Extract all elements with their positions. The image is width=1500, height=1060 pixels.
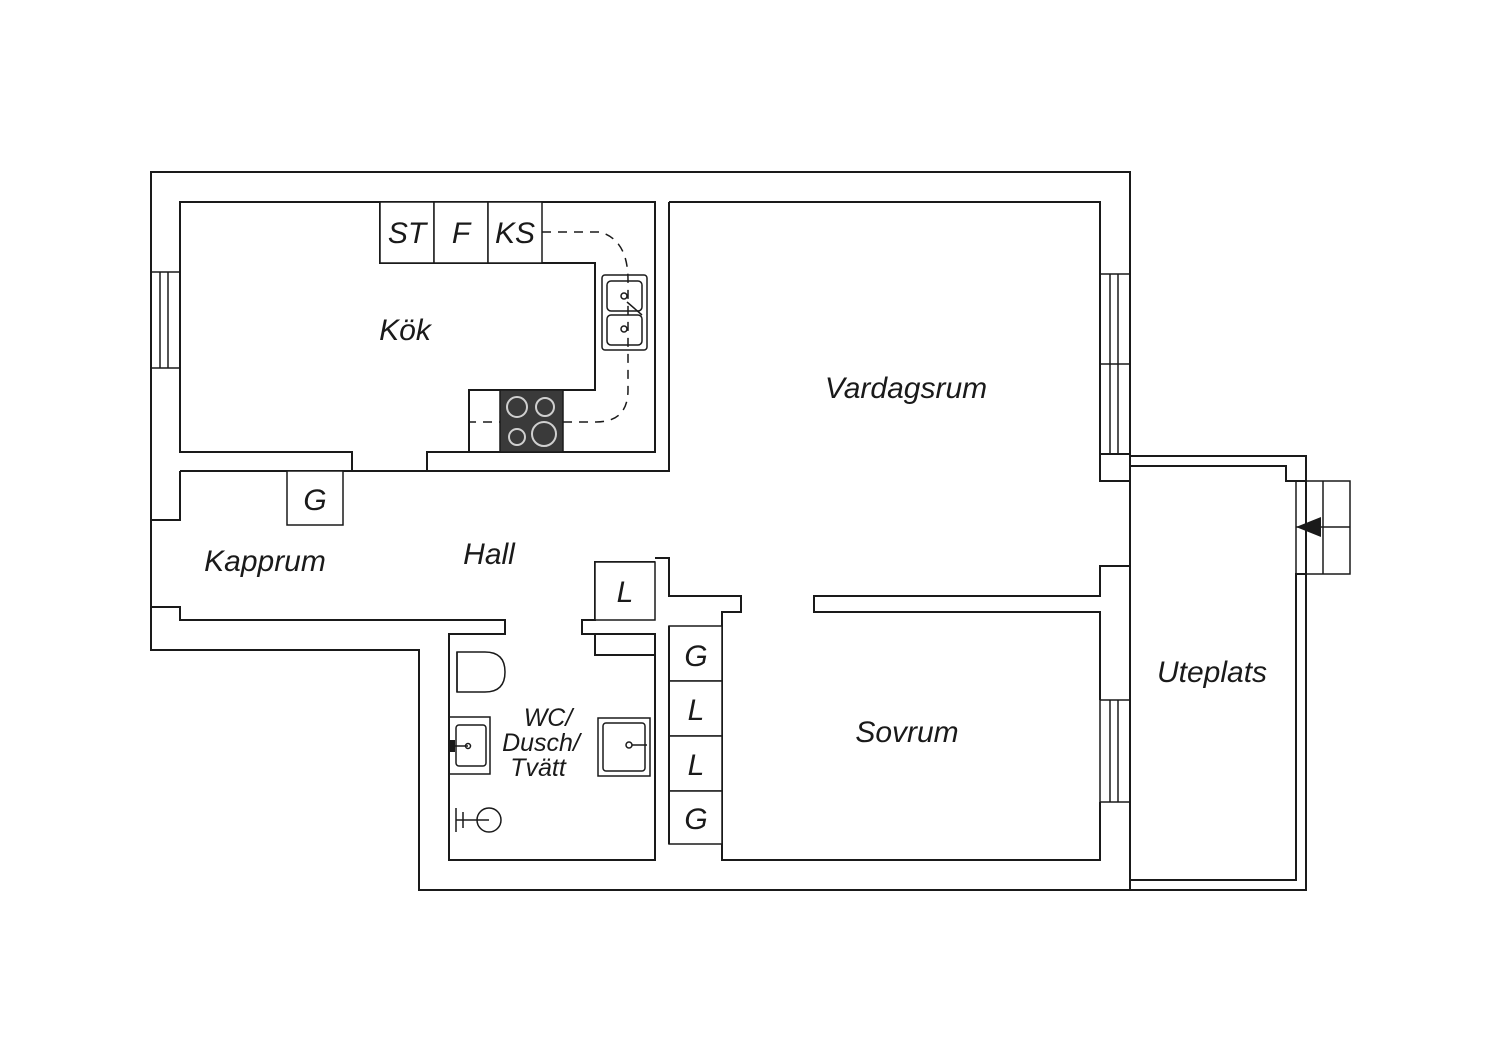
wardrobe-4 — [668, 790, 723, 845]
room-label-wc-line3: Tvätt — [510, 754, 567, 782]
bathroom: WC/ Dusch/ Tvätt — [448, 634, 656, 860]
room-label-wc-line1: WC/ — [524, 704, 576, 732]
room-label-kapprum: Kapprum — [204, 545, 326, 578]
wardrobe-1 — [668, 625, 723, 682]
shower-icon — [455, 807, 502, 833]
windows — [150, 271, 1131, 803]
washbasin-icon — [448, 716, 491, 775]
room-label-wc-line2: Dusch/ — [502, 729, 583, 757]
wardrobe-2-label: L — [688, 694, 705, 727]
hall-l-label: L — [617, 576, 634, 609]
kapprum-g-label: G — [303, 484, 326, 517]
wardrobe-4-label: G — [684, 803, 707, 836]
fridge-cabinet — [433, 201, 489, 264]
room-label-uteplats: Uteplats — [1157, 656, 1267, 689]
entrance-arrow-icon — [1296, 517, 1321, 537]
kitchen: ST F KS Kök — [379, 201, 670, 472]
kitchen-f-label: F — [452, 217, 472, 250]
room-label-vardagsrum: Vardagsrum — [825, 372, 987, 405]
toilet-icon — [456, 651, 506, 693]
kitchen-st-label: ST — [388, 217, 429, 250]
kitchen-ks-label: KS — [495, 217, 535, 250]
entrance-steps — [1295, 480, 1351, 575]
freezer-cabinet — [487, 201, 543, 264]
vardagsrum: Vardagsrum — [655, 201, 1130, 861]
laundry-sink-icon — [597, 717, 651, 777]
room-label-hall: Hall — [463, 538, 516, 571]
window-kitchen — [150, 271, 181, 369]
kitchen-appliances: ST F KS — [379, 201, 543, 264]
room-label-kok: Kök — [379, 314, 433, 347]
outer-walls — [150, 171, 1307, 891]
hall: G L Kapprum Hall — [151, 470, 656, 861]
sovrum-wardrobes: G L L G — [668, 625, 723, 845]
hob-icon — [499, 389, 564, 453]
wardrobe-3-label: L — [688, 749, 705, 782]
sovrum: G L L G Sovrum — [668, 625, 959, 845]
uteplats: Uteplats — [1129, 456, 1351, 890]
kitchen-sink-icon — [601, 274, 648, 351]
hall-linen-cabinet — [594, 561, 656, 621]
wardrobe-1-label: G — [684, 640, 707, 673]
kapprum-wardrobe — [286, 470, 344, 526]
room-label-sovrum: Sovrum — [855, 716, 958, 749]
